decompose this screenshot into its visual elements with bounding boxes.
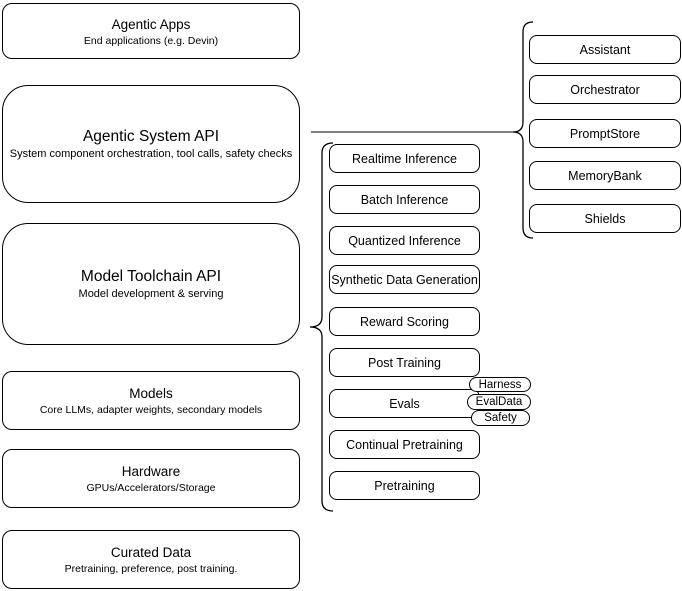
box-shields: Shields [529, 204, 681, 233]
model-toolchain-api-subtitle: Model development & serving [78, 288, 224, 300]
agentic-system-api-subtitle: System component orchestration, tool cal… [9, 148, 293, 160]
box-agentic-apps: Agentic Apps End applications (e.g. Devi… [2, 3, 300, 59]
box-agentic-system-api: Agentic System API System component orch… [2, 85, 300, 203]
curated-data-title: Curated Data [110, 545, 192, 560]
agentic-apps-subtitle: End applications (e.g. Devin) [83, 34, 219, 47]
agentic-apps-title: Agentic Apps [111, 16, 191, 32]
curated-data-subtitle: Pretraining, preference, post training. [64, 563, 238, 575]
model-toolchain-api-title: Model Toolchain API [80, 268, 222, 285]
box-hardware: Hardware GPUs/Accelerators/Storage [2, 449, 300, 508]
box-post-training: Post Training [329, 348, 480, 377]
evaldata-label: EvalData [475, 396, 523, 408]
box-evals: Evals [329, 389, 480, 418]
evals-label: Evals [389, 396, 420, 411]
harness-label: Harness [478, 378, 522, 391]
box-memorybank: MemoryBank [529, 161, 681, 190]
pill-evaldata: EvalData [467, 394, 531, 410]
hardware-subtitle: GPUs/Accelerators/Storage [86, 482, 216, 494]
post-training-label: Post Training [368, 355, 441, 370]
memorybank-label: MemoryBank [568, 168, 642, 183]
pill-safety: Safety [471, 410, 530, 426]
pill-harness: Harness [469, 377, 531, 392]
hardware-title: Hardware [121, 464, 181, 479]
box-realtime-inference: Realtime Inference [329, 144, 480, 173]
reward-scoring-label: Reward Scoring [360, 314, 449, 329]
pretraining-label: Pretraining [374, 478, 435, 493]
quantized-inference-label: Quantized Inference [348, 233, 461, 248]
box-reward-scoring: Reward Scoring [329, 307, 480, 336]
box-quantized-inference: Quantized Inference [329, 226, 480, 255]
box-assistant: Assistant [529, 35, 681, 64]
safety-label: Safety [484, 412, 517, 424]
synthetic-data-generation-label: Synthetic Data Generation [331, 272, 478, 287]
box-models: Models Core LLMs, adapter weights, secon… [2, 371, 300, 430]
box-synthetic-data-generation: Synthetic Data Generation [329, 265, 480, 294]
promptstore-label: PromptStore [569, 126, 641, 141]
orchestrator-label: Orchestrator [570, 82, 640, 97]
box-pretraining: Pretraining [329, 471, 480, 500]
batch-inference-label: Batch Inference [360, 192, 449, 207]
models-title: Models [129, 386, 173, 401]
assistant-label: Assistant [579, 42, 631, 57]
agentic-system-api-title: Agentic System API [82, 128, 220, 145]
box-model-toolchain-api: Model Toolchain API Model development & … [2, 223, 300, 345]
realtime-inference-label: Realtime Inference [352, 151, 457, 166]
models-subtitle: Core LLMs, adapter weights, secondary mo… [39, 404, 263, 416]
box-continual-pretraining: Continual Pretraining [329, 430, 480, 459]
box-orchestrator: Orchestrator [529, 75, 681, 104]
box-batch-inference: Batch Inference [329, 185, 480, 214]
box-promptstore: PromptStore [529, 119, 681, 148]
shields-label: Shields [584, 211, 626, 226]
continual-pretraining-label: Continual Pretraining [346, 437, 463, 452]
box-curated-data: Curated Data Pretraining, preference, po… [2, 530, 300, 589]
